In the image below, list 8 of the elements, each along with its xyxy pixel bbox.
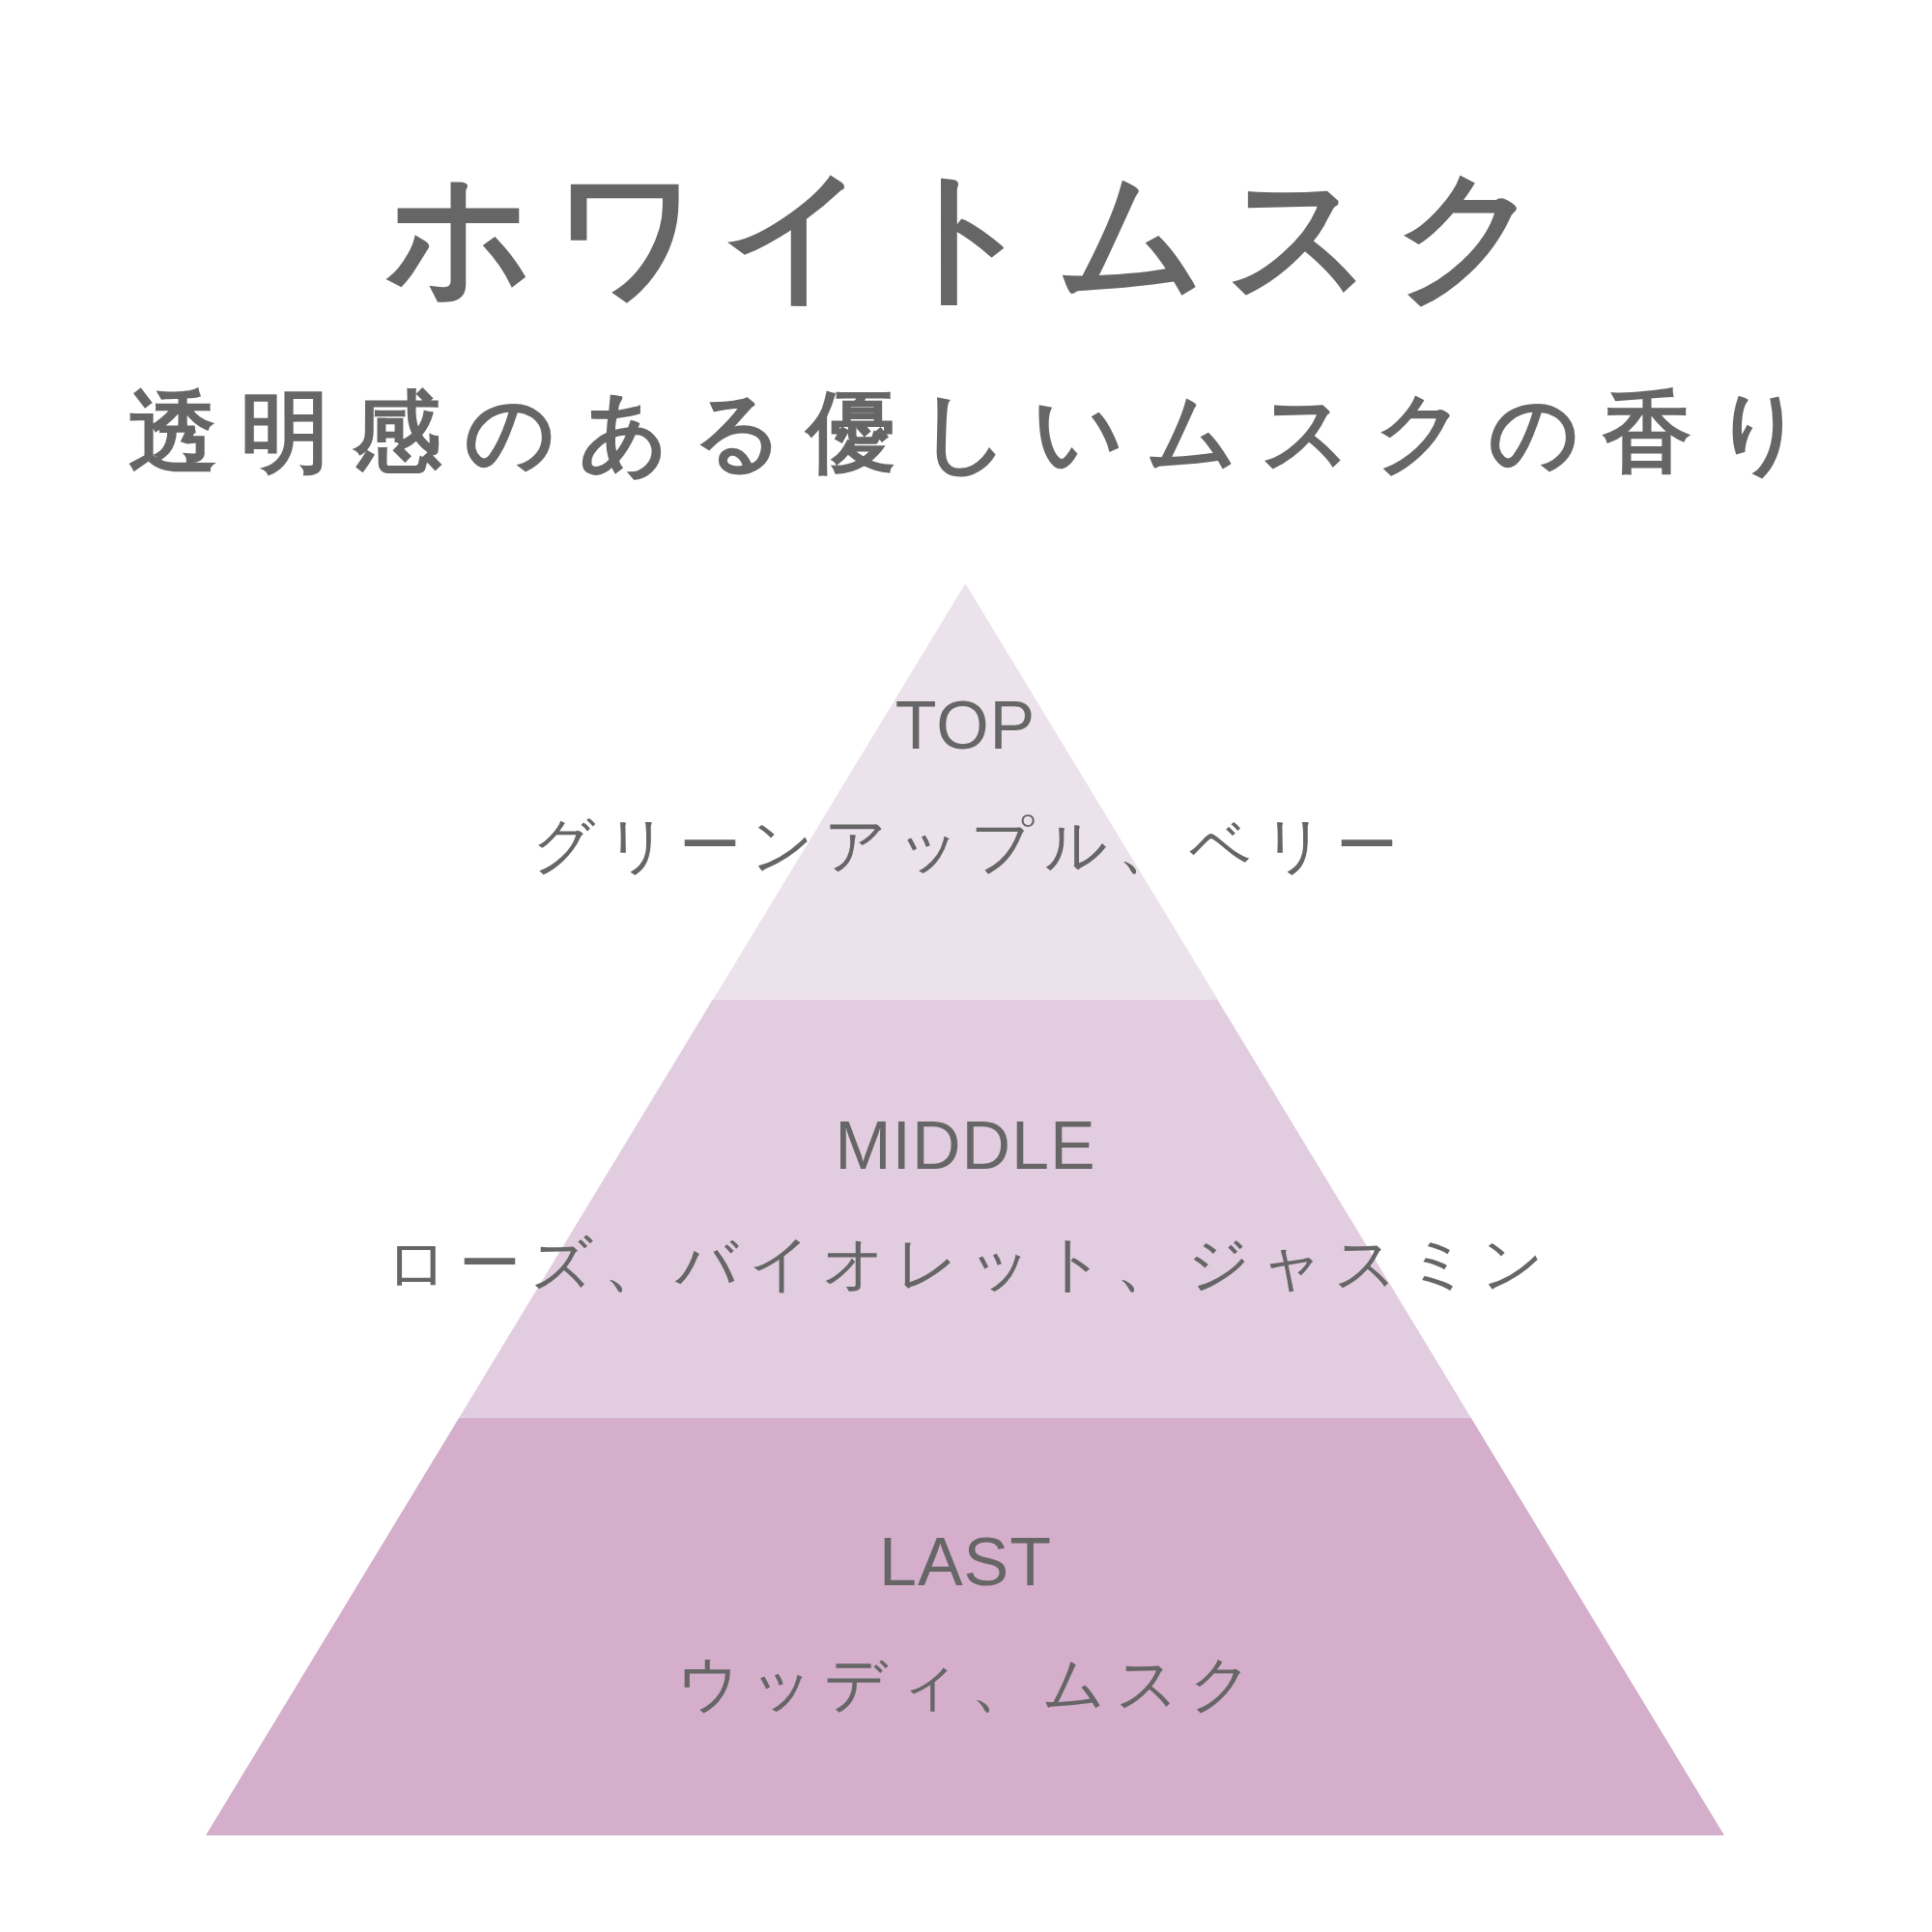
tier-heading: TOP (895, 687, 1036, 765)
subtitle: 透明感のある優しいムスクの香り (128, 381, 1805, 483)
note-list: ローズ、バイオレット、ジャスミン (385, 1226, 1545, 1301)
title: ホワイトムスク (385, 153, 1543, 318)
tier-heading: LAST (878, 1523, 1052, 1602)
note-list: ウッディ、ムスク (677, 1646, 1253, 1721)
note-list: グリーンアップル、ベリー (532, 808, 1398, 883)
tier-heading: MIDDLE (835, 1107, 1095, 1185)
